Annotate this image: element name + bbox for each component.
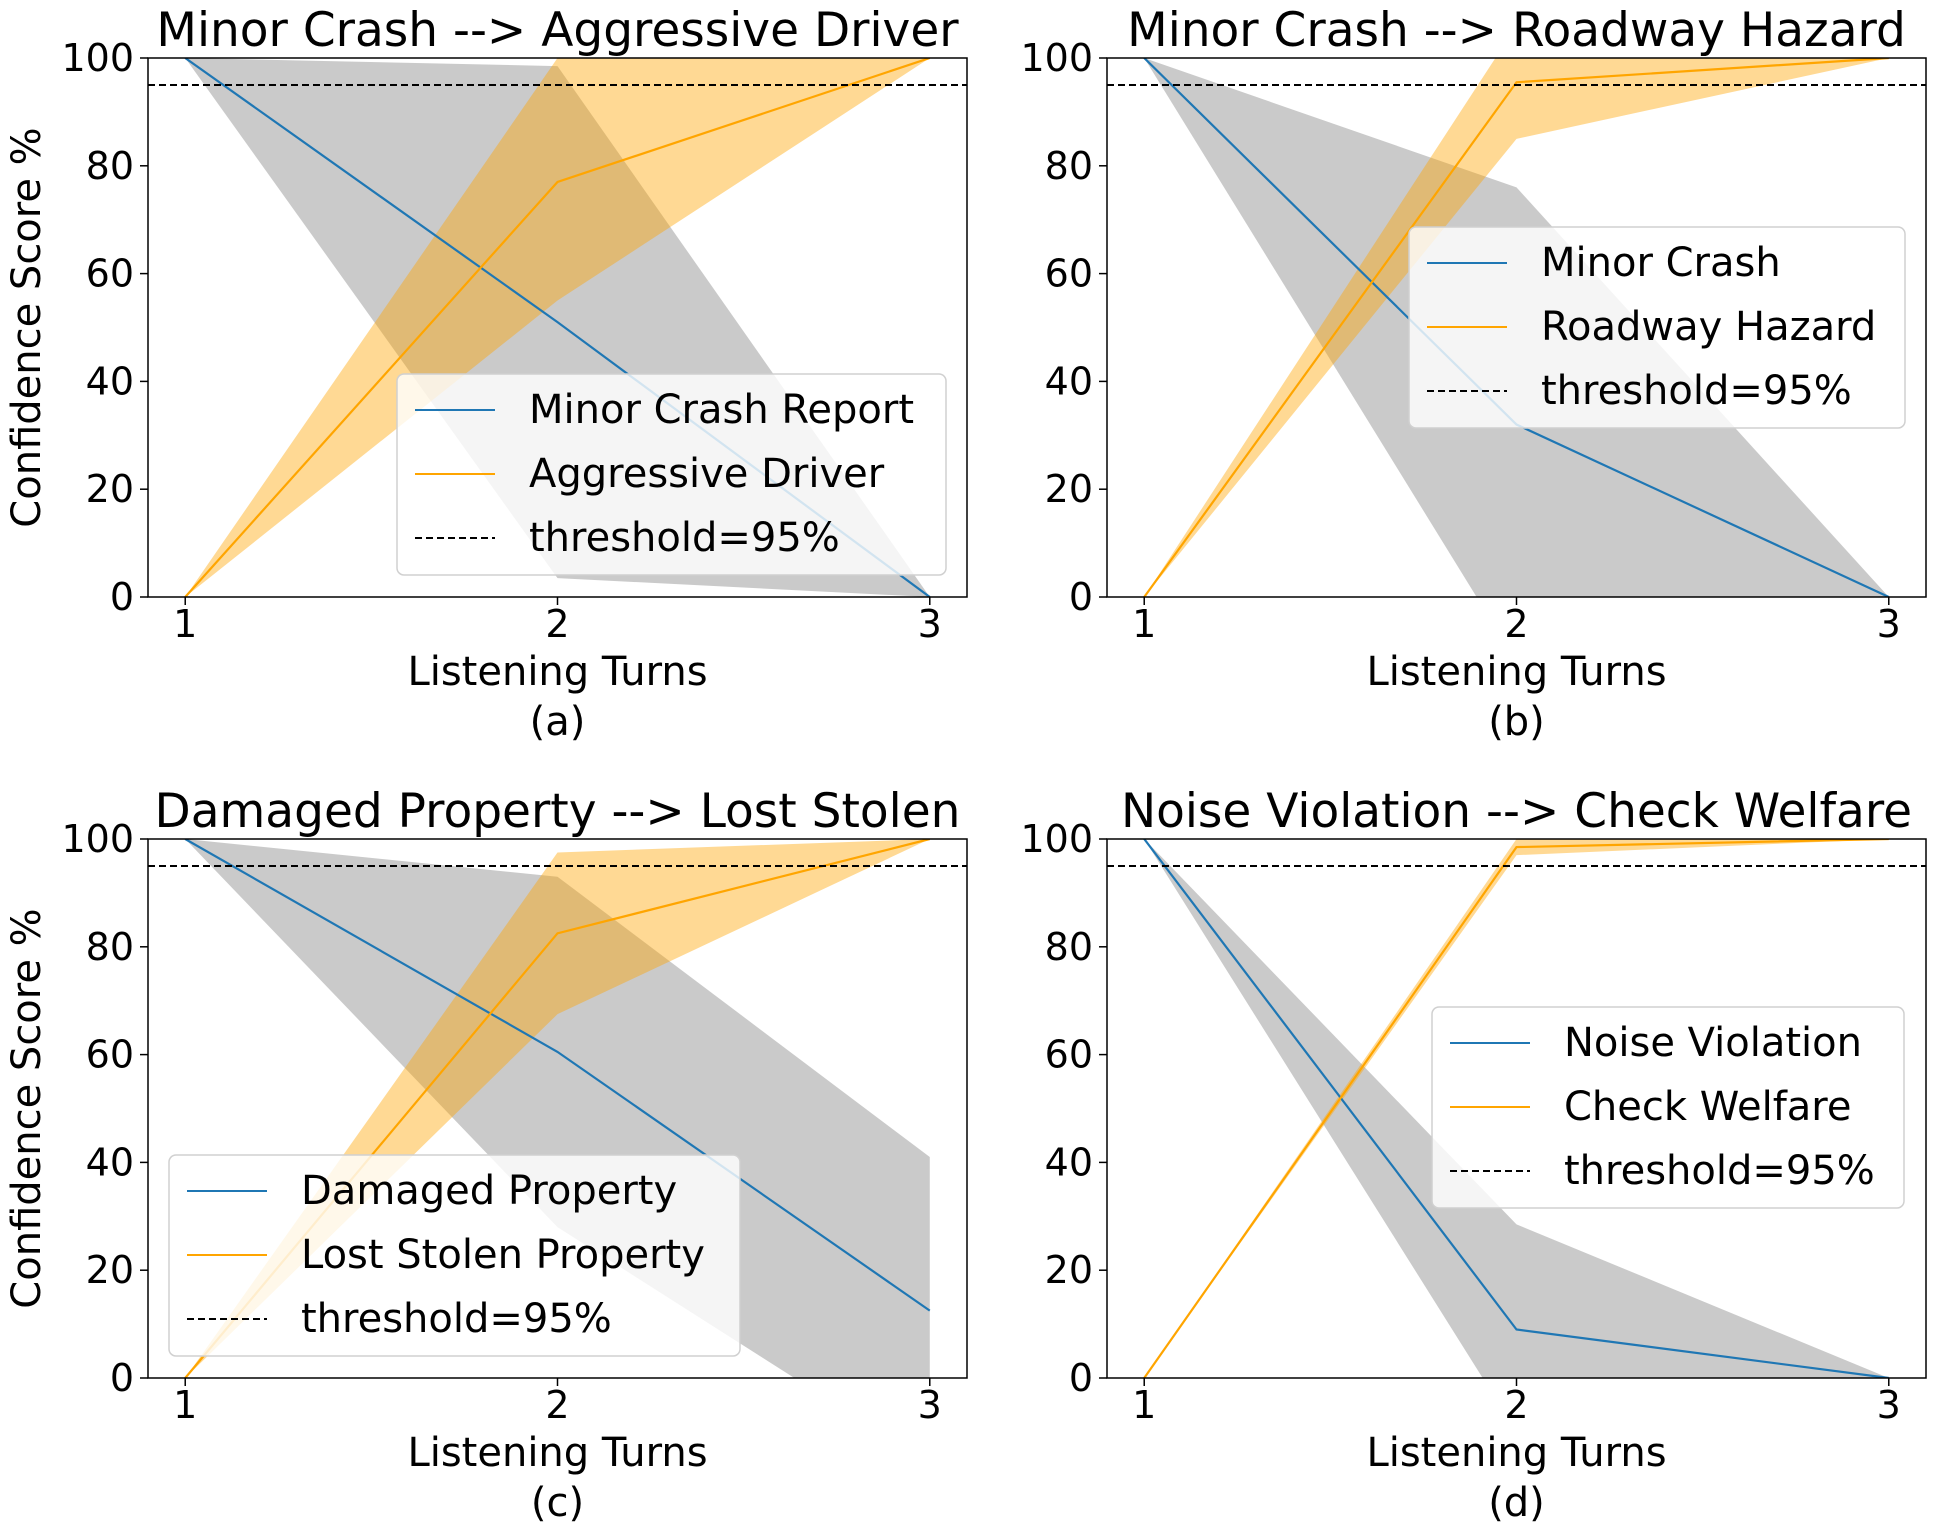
subplot-caption: (c)	[531, 1480, 584, 1526]
legend-box	[396, 373, 947, 576]
y-tick-label: 0	[110, 575, 134, 619]
legend-entry-target: Check Welfare	[1450, 1084, 1851, 1130]
legend-label: threshold=95%	[1541, 368, 1852, 414]
subplot-d: 0 20 40 60 80 100 1 2 3 Noise Violation --> Check…	[1020, 784, 1927, 1526]
x-tick-label: 1	[173, 602, 197, 646]
y-axis-label: Confidence Score %	[4, 908, 50, 1308]
legend-label: Lost Stolen Property	[301, 1232, 705, 1278]
chart-title: Noise Violation --> Check Welfare	[1121, 784, 1912, 839]
y-tick-label: 100	[1020, 36, 1093, 80]
x-tick-label: 3	[1877, 1383, 1901, 1427]
y-tick-label: 20	[86, 1248, 134, 1292]
legend-entry-threshold: threshold=95%	[415, 515, 840, 561]
y-tick-label: 60	[1045, 1033, 1093, 1077]
plot-area	[1107, 839, 1926, 1378]
series-line-target	[184, 58, 931, 597]
x-axis-label: Listening Turns	[1366, 649, 1666, 695]
subplot-a: 0 20 40 60 80 100 1 2 3 Minor Crash --> Aggressiv…	[4, 3, 968, 745]
legend-entry-target: Lost Stolen Property	[187, 1232, 705, 1278]
y-tick-label: 20	[1045, 1248, 1093, 1292]
subplot-c: 0 20 40 60 80 100 1 2 3 Damaged Property --> Lost…	[4, 784, 968, 1526]
x-axis-label: Listening Turns	[1366, 1430, 1666, 1476]
legend-label: threshold=95%	[1564, 1148, 1875, 1194]
legend-entry-threshold: threshold=95%	[187, 1296, 612, 1342]
legend-label: threshold=95%	[301, 1296, 612, 1342]
legend-entry-target: Roadway Hazard	[1427, 304, 1876, 350]
subplot-caption: (a)	[530, 699, 586, 745]
legend-entry-source: Noise Violation	[1450, 1020, 1862, 1066]
y-tick-label: 40	[1045, 359, 1093, 403]
y-axis-label: Confidence Score %	[4, 127, 50, 527]
series-line-source	[184, 839, 931, 1312]
y-tick-label: 100	[61, 36, 134, 80]
y-tick-label: 100	[1020, 817, 1093, 861]
legend-label: threshold=95%	[529, 515, 840, 561]
confidence-band-source	[1144, 839, 1889, 1378]
y-tick-label: 80	[1045, 925, 1093, 969]
x-tick-label: 1	[1132, 602, 1156, 646]
y-tick-label: 20	[1045, 467, 1093, 511]
y-tick-label: 80	[86, 144, 134, 188]
legend-label: Noise Violation	[1564, 1020, 1862, 1066]
y-tick-label: 0	[110, 1356, 134, 1400]
legend-entry-threshold: threshold=95%	[1450, 1148, 1875, 1194]
series-line-target	[1143, 839, 1889, 1378]
confidence-band-target	[185, 839, 930, 1378]
legend-box	[168, 1154, 741, 1357]
chart-title: Minor Crash --> Roadway Hazard	[1127, 3, 1906, 58]
x-tick-label: 1	[1132, 1383, 1156, 1427]
x-axis-label: Listening Turns	[407, 649, 707, 695]
y-tick-label: 0	[1069, 1356, 1093, 1400]
legend-entry-source: Minor Crash Report	[415, 387, 914, 433]
legend-entry-target: Aggressive Driver	[415, 451, 885, 497]
y-tick-label: 60	[86, 1033, 134, 1077]
legend-entry-threshold: threshold=95%	[1427, 368, 1852, 414]
x-tick-label: 3	[918, 1383, 942, 1427]
y-tick-label: 0	[1069, 575, 1093, 619]
confidence-band-target	[185, 58, 930, 597]
x-tick-label: 2	[545, 1383, 569, 1427]
x-tick-label: 2	[1504, 602, 1528, 646]
legend-label: Minor Crash Report	[529, 387, 914, 433]
y-tick-label: 60	[1045, 252, 1093, 296]
y-tick-label: 80	[1045, 144, 1093, 188]
plot-area	[148, 839, 967, 1378]
legend-entry-source: Damaged Property	[187, 1168, 677, 1214]
y-tick-label: 40	[86, 1140, 134, 1184]
series-line-target	[1143, 58, 1889, 597]
x-tick-label: 3	[1877, 602, 1901, 646]
legend-label: Minor Crash	[1541, 240, 1781, 286]
chart-title: Minor Crash --> Aggressive Driver	[156, 3, 959, 58]
legend-entry-source: Minor Crash	[1427, 240, 1781, 286]
x-tick-label: 1	[173, 1383, 197, 1427]
x-axis-label: Listening Turns	[407, 1430, 707, 1476]
y-tick-label: 60	[86, 252, 134, 296]
x-tick-label: 3	[918, 602, 942, 646]
subplot-caption: (d)	[1488, 1480, 1545, 1526]
legend-label: Check Welfare	[1564, 1084, 1851, 1130]
legend-label: Roadway Hazard	[1541, 304, 1876, 350]
y-tick-label: 40	[86, 359, 134, 403]
x-tick-label: 2	[1504, 1383, 1528, 1427]
x-tick-label: 2	[545, 602, 569, 646]
y-tick-label: 100	[61, 817, 134, 861]
legend-box	[1431, 1006, 1905, 1209]
y-tick-label: 80	[86, 925, 134, 969]
series-line-source	[1143, 839, 1889, 1378]
legend-box	[1408, 226, 1906, 429]
y-tick-label: 40	[1045, 1140, 1093, 1184]
legend-label: Damaged Property	[301, 1168, 677, 1214]
chart-title: Damaged Property --> Lost Stolen	[155, 784, 961, 839]
subplot-b: 0 20 40 60 80 100 1 2 3 Minor Crash --> Roadway H…	[1020, 3, 1927, 745]
subplot-caption: (b)	[1488, 699, 1545, 745]
y-tick-label: 20	[86, 467, 134, 511]
confidence-band-source	[185, 839, 930, 1378]
legend-label: Aggressive Driver	[529, 451, 885, 497]
